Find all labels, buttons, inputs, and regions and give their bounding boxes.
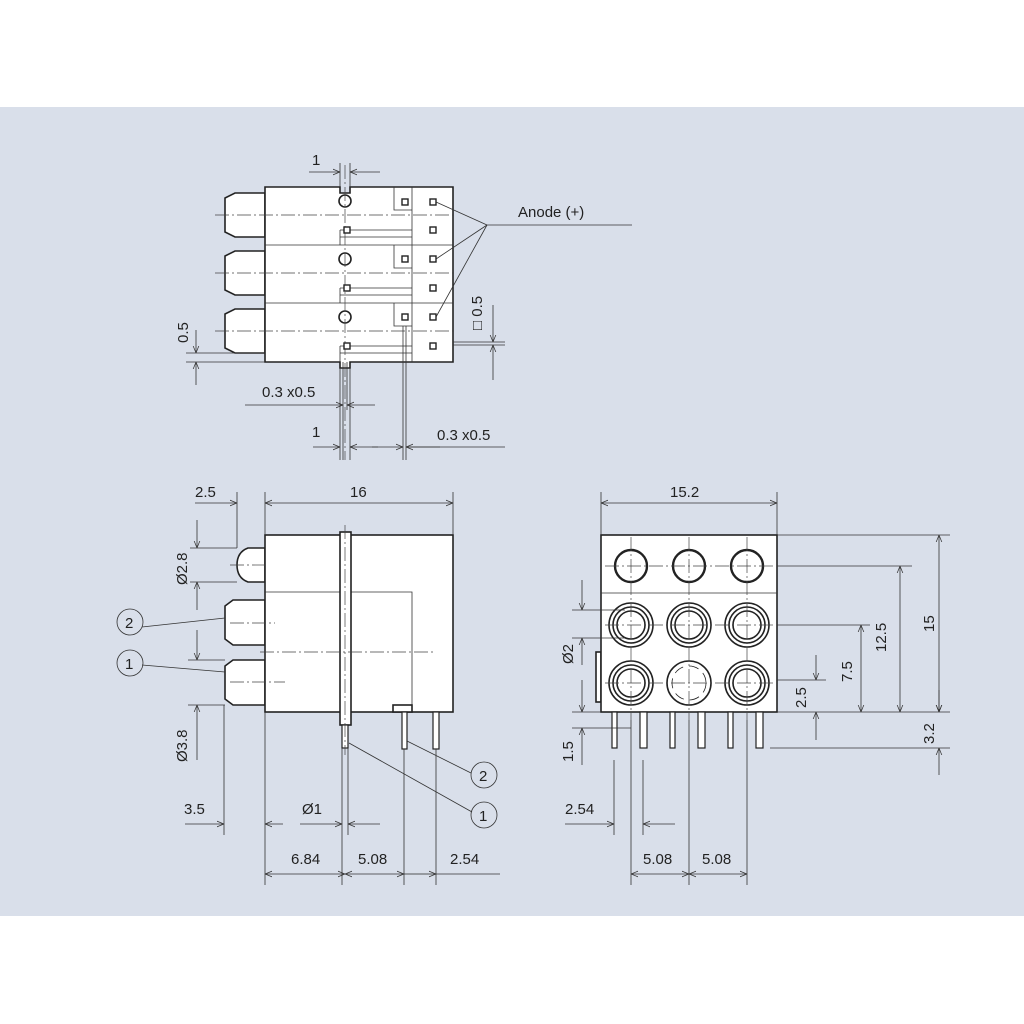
dim-notch: 1 (312, 152, 320, 169)
dim-standoff: 1.5 (560, 741, 577, 762)
dim-row1: 2.5 (793, 687, 810, 708)
drawing-background (0, 107, 1024, 916)
dim-row2: 7.5 (839, 661, 856, 682)
dim-pin-1: 6.84 (291, 851, 320, 868)
dim-pin-left: 0.3 x0.5 (262, 384, 315, 401)
dim-hole: Ø2 (560, 644, 577, 664)
dim-bottom: 1 (312, 424, 320, 441)
dim-height-15: 15 (921, 615, 938, 632)
dim-lens-protrusion: 2.5 (195, 484, 216, 501)
large-lens-1 (224, 659, 266, 706)
dim-large-lens: Ø3.8 (174, 729, 191, 762)
large-lens-2 (224, 599, 266, 646)
callout-1-right: 1 (479, 808, 487, 825)
dim-col-1: 5.08 (643, 851, 672, 868)
dim-offset: 3.5 (184, 801, 205, 818)
dim-pin-diameter: Ø1 (302, 801, 322, 818)
top-view: Anode (+) 1 0.5 0.3 x0.5 1 0.3 x0.5 □ 0.… (175, 152, 632, 460)
callout-circles (116, 608, 498, 829)
dim-pitch-left: 0.5 (175, 322, 192, 343)
anode-label: Anode (+) (518, 204, 584, 221)
dim-width-15-2: 15.2 (670, 484, 699, 501)
center-pin (339, 531, 352, 726)
front-view: 15.2 15 12.5 7.5 2.5 3.2 Ø2 1.5 2.54 5.0… (560, 484, 950, 885)
dim-small-lens: Ø2.8 (174, 552, 191, 585)
callout-2-left: 2 (125, 615, 133, 632)
callout-1-left: 1 (125, 656, 133, 673)
top-view-body (264, 186, 454, 369)
dim-pin-3: 2.54 (450, 851, 479, 868)
dim-col-2: 5.08 (702, 851, 731, 868)
callout-2-right: 2 (479, 768, 487, 785)
dim-pin-right: 0.3 x0.5 (437, 427, 490, 444)
dim-row3: 12.5 (873, 623, 890, 652)
dim-width-16: 16 (350, 484, 367, 501)
side-view: 2 1 2 1 2.5 16 Ø2.8 Ø3.8 3.5 Ø1 6.84 5.0… (116, 484, 500, 885)
front-pins (611, 711, 764, 749)
dim-pin-pitch: 2.54 (565, 801, 594, 818)
dim-pin-2: 5.08 (358, 851, 387, 868)
dim-square: □ 0.5 (469, 296, 486, 330)
dim-pin-length: 3.2 (921, 723, 938, 744)
side-body (264, 534, 454, 713)
